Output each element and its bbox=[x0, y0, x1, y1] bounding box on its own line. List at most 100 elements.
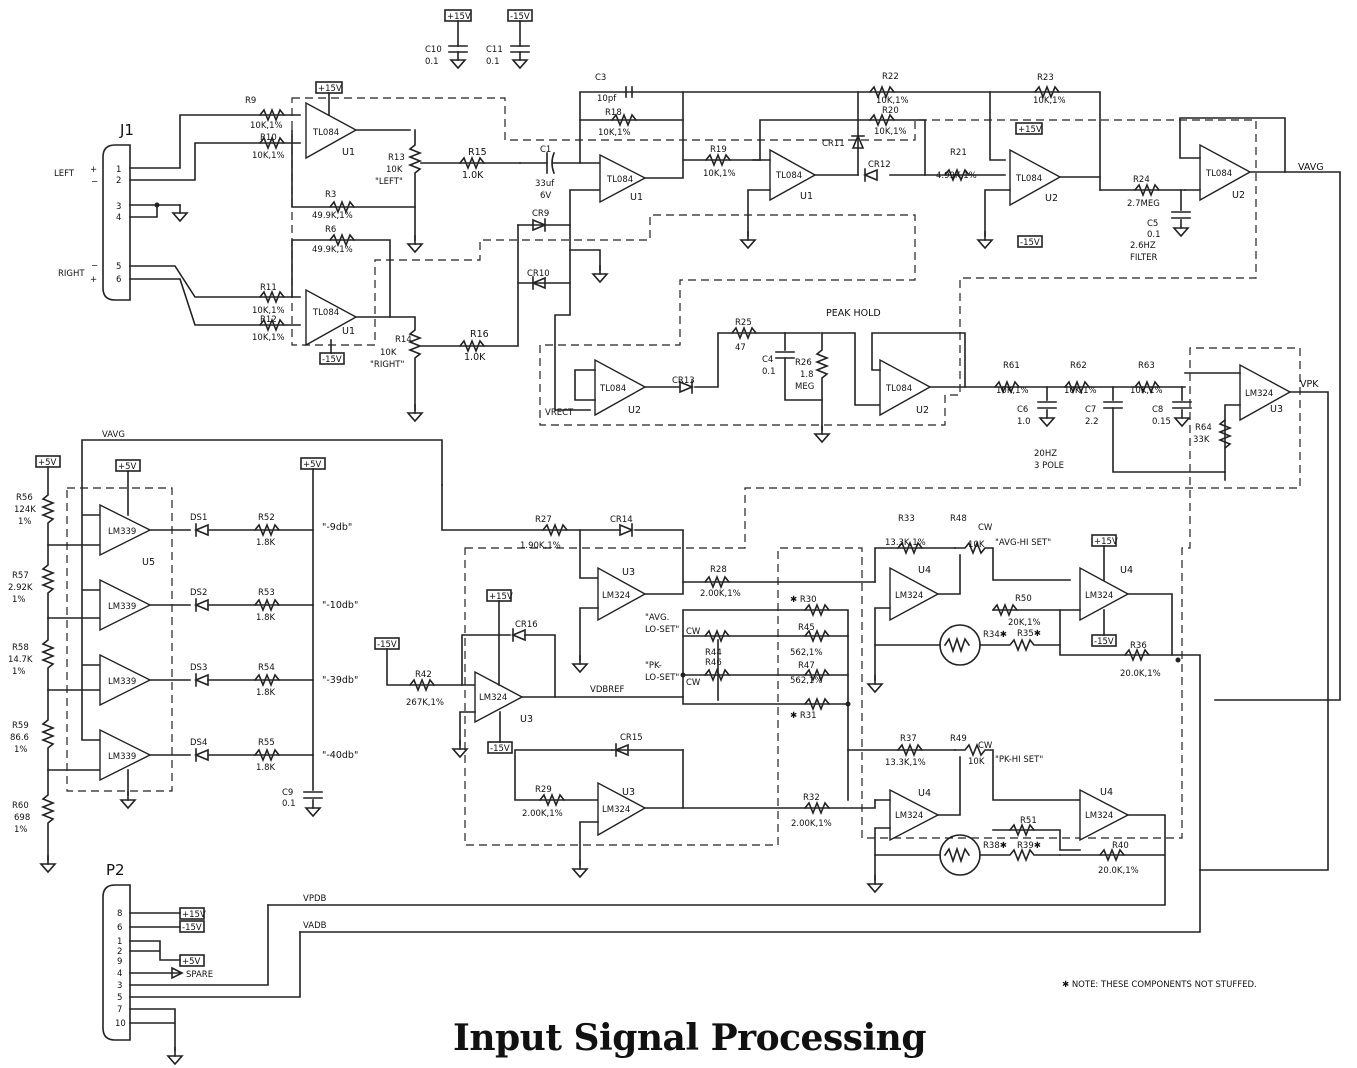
svg-text:LO-SET": LO-SET" bbox=[645, 625, 679, 635]
svg-text:10K: 10K bbox=[386, 165, 403, 175]
svg-text:R37: R37 bbox=[900, 734, 917, 744]
svg-text:U4: U4 bbox=[1100, 787, 1113, 798]
svg-text:LM324: LM324 bbox=[895, 811, 923, 821]
svg-text:R51: R51 bbox=[1020, 816, 1037, 826]
svg-text:+5V: +5V bbox=[182, 957, 201, 967]
svg-text:1.0: 1.0 bbox=[1017, 417, 1031, 427]
svg-text:1.8: 1.8 bbox=[800, 370, 814, 380]
svg-text:0.1: 0.1 bbox=[486, 57, 500, 67]
svg-text:R63: R63 bbox=[1138, 361, 1155, 371]
svg-text:CR13: CR13 bbox=[672, 376, 695, 386]
svg-text:R40: R40 bbox=[1112, 841, 1129, 851]
svg-text:20.0K,1%: 20.0K,1% bbox=[1098, 866, 1139, 876]
svg-text:R35✱: R35✱ bbox=[1017, 629, 1041, 639]
svg-text:+: + bbox=[90, 165, 97, 175]
svg-text:R33: R33 bbox=[898, 514, 915, 524]
svg-text:10K,1%: 10K,1% bbox=[252, 306, 285, 316]
svg-text:R44: R44 bbox=[705, 648, 722, 658]
svg-text:−: − bbox=[91, 261, 98, 271]
svg-text:3: 3 bbox=[117, 981, 122, 991]
svg-text:0.15: 0.15 bbox=[1152, 417, 1171, 427]
ic-package-outlines bbox=[66, 97, 1301, 846]
svg-text:R24: R24 bbox=[1133, 175, 1150, 185]
svg-text:LEFT: LEFT bbox=[54, 169, 75, 179]
svg-text:47: 47 bbox=[735, 343, 746, 353]
svg-text:CR11: CR11 bbox=[822, 139, 845, 149]
connector-p2: P2 8 6 1 2 9 4 3 5 7 10 +15V -15V +5V SP… bbox=[102, 861, 327, 1065]
svg-text:1: 1 bbox=[117, 937, 122, 947]
svg-text:10pf: 10pf bbox=[597, 94, 617, 104]
svg-text:R55: R55 bbox=[258, 738, 275, 748]
svg-text:U3: U3 bbox=[1270, 404, 1283, 415]
svg-text:R39✱: R39✱ bbox=[1017, 841, 1041, 851]
svg-text:+: + bbox=[90, 275, 97, 285]
svg-text:4: 4 bbox=[117, 969, 122, 979]
svg-text:698: 698 bbox=[14, 813, 30, 823]
svg-text:VPDB: VPDB bbox=[303, 894, 326, 904]
svg-text:10K,1%: 10K,1% bbox=[1033, 96, 1066, 106]
svg-text:C7: C7 bbox=[1085, 405, 1096, 415]
svg-text:562,1%: 562,1% bbox=[790, 676, 822, 686]
svg-text:−: − bbox=[91, 177, 98, 187]
svg-text:LM324: LM324 bbox=[602, 591, 630, 601]
svg-text:MEG: MEG bbox=[795, 382, 814, 392]
svg-text:6V: 6V bbox=[540, 191, 551, 201]
svg-text:U5: U5 bbox=[142, 557, 155, 568]
svg-text:10K,1%: 10K,1% bbox=[703, 169, 736, 179]
svg-text:R19: R19 bbox=[710, 145, 727, 155]
svg-text:TL084: TL084 bbox=[1205, 169, 1232, 179]
svg-text:14.7K: 14.7K bbox=[8, 655, 33, 665]
svg-text:R49: R49 bbox=[950, 734, 967, 744]
svg-text:"RIGHT": "RIGHT" bbox=[370, 360, 404, 370]
svg-text:R48: R48 bbox=[950, 514, 967, 524]
svg-text:+15V: +15V bbox=[182, 910, 206, 920]
rectifier-stage: C1 33uf 6V CR9 CR10 TL084 U1 C3 10pf R18… bbox=[517, 72, 1341, 701]
svg-text:0.1: 0.1 bbox=[425, 57, 439, 67]
svg-text:LM339: LM339 bbox=[108, 677, 136, 687]
svg-text:1: 1 bbox=[116, 165, 121, 175]
svg-text:49.9K,1%: 49.9K,1% bbox=[312, 245, 353, 255]
svg-text:C3: C3 bbox=[595, 73, 606, 83]
svg-text:3 POLE: 3 POLE bbox=[1034, 461, 1064, 471]
svg-text:"LEFT": "LEFT" bbox=[375, 177, 403, 187]
svg-text:R10: R10 bbox=[260, 133, 277, 143]
svg-text:8: 8 bbox=[117, 909, 122, 919]
svg-text:10K,1%: 10K,1% bbox=[598, 128, 631, 138]
svg-text:DS3: DS3 bbox=[190, 663, 207, 673]
svg-text:R61: R61 bbox=[1003, 361, 1020, 371]
svg-text:J1: J1 bbox=[119, 121, 134, 139]
svg-text:CR12: CR12 bbox=[868, 160, 891, 170]
svg-text:2.2: 2.2 bbox=[1085, 417, 1099, 427]
svg-text:10K,1%: 10K,1% bbox=[1130, 386, 1163, 396]
svg-text:1%: 1% bbox=[12, 595, 26, 605]
svg-text:R32: R32 bbox=[803, 793, 820, 803]
svg-text:-15V: -15V bbox=[322, 355, 342, 365]
svg-text:2.7MEG: 2.7MEG bbox=[1127, 199, 1160, 209]
svg-text:49.9K,1%: 49.9K,1% bbox=[312, 211, 353, 221]
svg-text:2: 2 bbox=[117, 947, 122, 957]
svg-text:10K,1%: 10K,1% bbox=[996, 386, 1029, 396]
svg-text:C4: C4 bbox=[762, 355, 773, 365]
svg-text:CR9: CR9 bbox=[532, 209, 549, 219]
svg-text:TL084: TL084 bbox=[885, 384, 912, 394]
connector-j1: J1 1 2 3 4 5 6 LEFT + − RIGHT − + bbox=[54, 114, 301, 326]
svg-text:7: 7 bbox=[117, 1005, 122, 1015]
svg-text:0.1: 0.1 bbox=[282, 799, 296, 809]
svg-text:10K,1%: 10K,1% bbox=[1064, 386, 1097, 396]
svg-text:C1: C1 bbox=[540, 145, 551, 155]
svg-text:R56: R56 bbox=[16, 493, 33, 503]
svg-text:VADB: VADB bbox=[303, 921, 327, 931]
svg-text:+15V: +15V bbox=[318, 84, 342, 94]
svg-text:0.1: 0.1 bbox=[1147, 230, 1161, 240]
svg-text:C9: C9 bbox=[282, 788, 293, 798]
svg-text:3: 3 bbox=[116, 202, 121, 212]
svg-text:R13: R13 bbox=[388, 153, 405, 163]
svg-text:1.90K,1%: 1.90K,1% bbox=[520, 541, 561, 551]
svg-text:1%: 1% bbox=[14, 825, 28, 835]
svg-text:VAVG: VAVG bbox=[1298, 162, 1324, 173]
svg-text:FILTER: FILTER bbox=[1130, 253, 1158, 263]
svg-text:20K,1%: 20K,1% bbox=[1008, 618, 1041, 628]
